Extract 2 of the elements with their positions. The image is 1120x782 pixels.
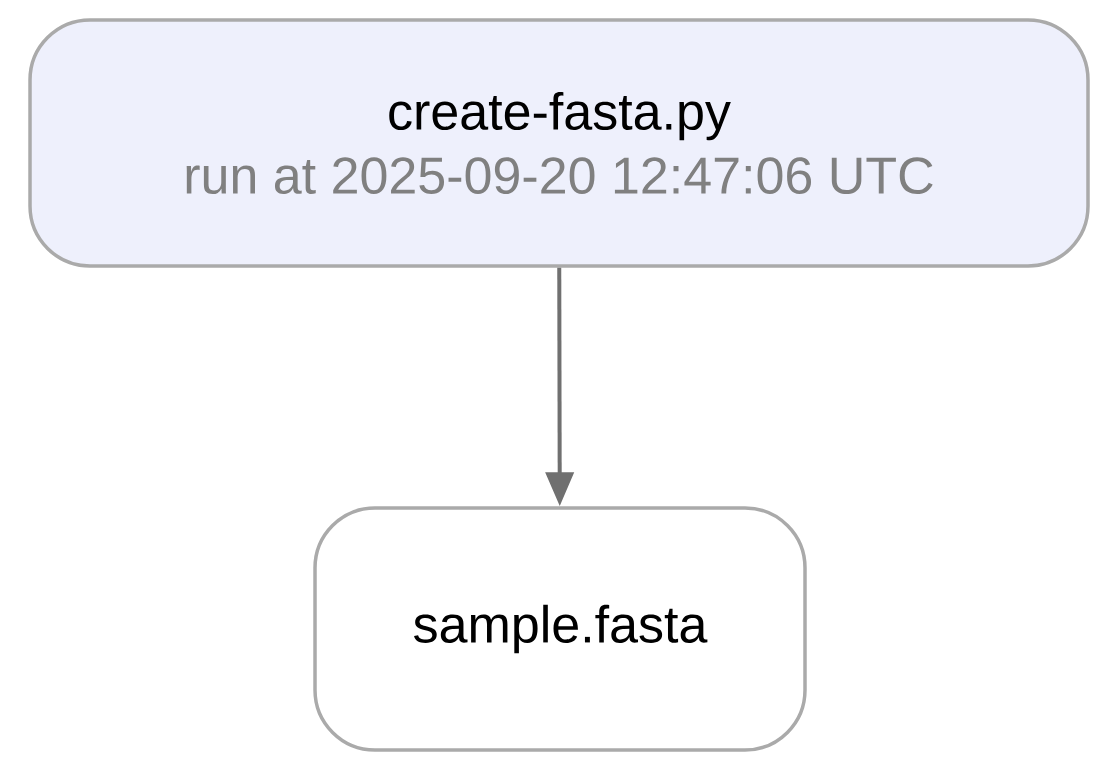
process-box: sample.fasta [313,506,807,752]
process-box: create-fasta.py run at 2025-09-20 12:47:06 UTC [28,18,1090,268]
